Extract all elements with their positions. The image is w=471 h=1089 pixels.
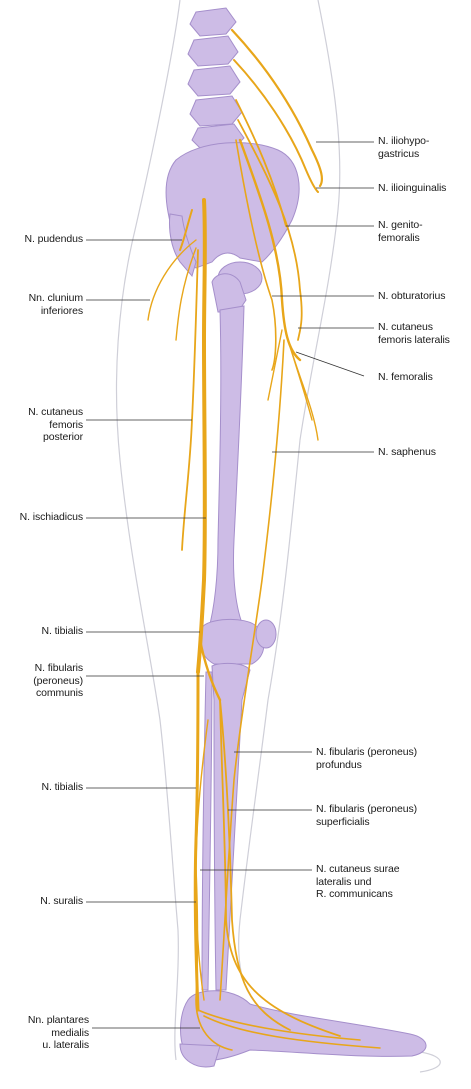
label-n-obturatorius: N. obturatorius (378, 290, 445, 303)
patella (256, 620, 276, 648)
label-n-cutaneus-femoris-posterior: N. cutaneus femoris posterior (28, 406, 83, 444)
label-n-suralis: N. suralis (40, 895, 83, 908)
label-nn-plantares: Nn. plantares medialis u. lateralis (28, 1014, 89, 1052)
label-n-iliohypogastricus: N. iliohypo- gastricus (378, 135, 429, 160)
femur (208, 306, 244, 632)
label-n-saphenus: N. saphenus (378, 446, 436, 459)
label-nn-clunium-inferiores: Nn. clunium inferiores (29, 292, 83, 317)
fibula (202, 672, 212, 990)
vertebra (188, 36, 238, 66)
posterior-femoral-cutaneous-nerve (182, 250, 198, 550)
label-n-fibularis-communis: N. fibularis (peroneus) communis (33, 662, 83, 700)
label-n-genitofemoralis: N. genito- femoralis (378, 219, 423, 244)
label-n-ilioinguinalis: N. ilioinguinalis (378, 182, 446, 195)
sciatic-nerve (198, 200, 205, 672)
label-n-cutaneus-femoris-lateralis: N. cutaneus femoris lateralis (378, 321, 450, 346)
vertebra (190, 96, 242, 126)
label-n-ischiadicus: N. ischiadicus (20, 511, 83, 524)
femur-condyles (199, 619, 264, 664)
label-n-cutaneus-surae-lateralis: N. cutaneus surae lateralis und R. commu… (316, 863, 400, 901)
label-n-tibialis-lower: N. tibialis (42, 781, 84, 794)
vertebra (188, 66, 240, 96)
label-n-femoralis: N. femoralis (378, 371, 433, 384)
label-n-fibularis-profundus: N. fibularis (peroneus) profundus (316, 746, 417, 771)
vertebra (190, 8, 236, 36)
label-n-tibialis-upper: N. tibialis (42, 625, 84, 638)
label-n-fibularis-superficialis: N. fibularis (peroneus) superficialis (316, 803, 417, 828)
label-n-pudendus: N. pudendus (25, 233, 83, 246)
heel (180, 1044, 220, 1067)
